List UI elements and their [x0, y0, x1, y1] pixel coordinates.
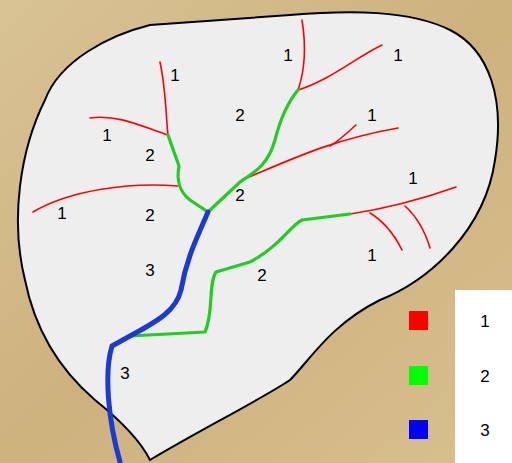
legend-swatch	[409, 311, 428, 330]
order-1-streams	[33, 20, 456, 250]
stream-order-number: 1	[57, 205, 66, 222]
stream-order-number: 1	[170, 67, 179, 84]
stream-order-number: 1	[408, 170, 417, 187]
order-3-stream	[108, 212, 208, 462]
legend-swatch	[409, 420, 428, 439]
stream-order-number: 1	[367, 107, 376, 124]
legend-text: 3	[480, 422, 489, 439]
basin-outline	[18, 12, 498, 460]
stream-order-number: 2	[257, 267, 266, 284]
legend-swatch	[409, 366, 428, 385]
stream-order-number: 3	[120, 365, 129, 382]
legend-text: 2	[480, 368, 489, 385]
order-2-streams	[130, 90, 350, 336]
legend-text: 1	[480, 313, 489, 330]
stream-order-number: 1	[283, 47, 292, 64]
stream-order-number: 2	[145, 207, 154, 224]
stream-order-number: 2	[235, 187, 244, 204]
stream-order-number: 2	[145, 147, 154, 164]
stream-order-number: 1	[367, 247, 376, 264]
stream-order-number: 1	[393, 47, 402, 64]
stream-order-number: 1	[102, 127, 111, 144]
stream-order-number: 3	[145, 262, 154, 279]
stream-order-number: 2	[235, 107, 244, 124]
